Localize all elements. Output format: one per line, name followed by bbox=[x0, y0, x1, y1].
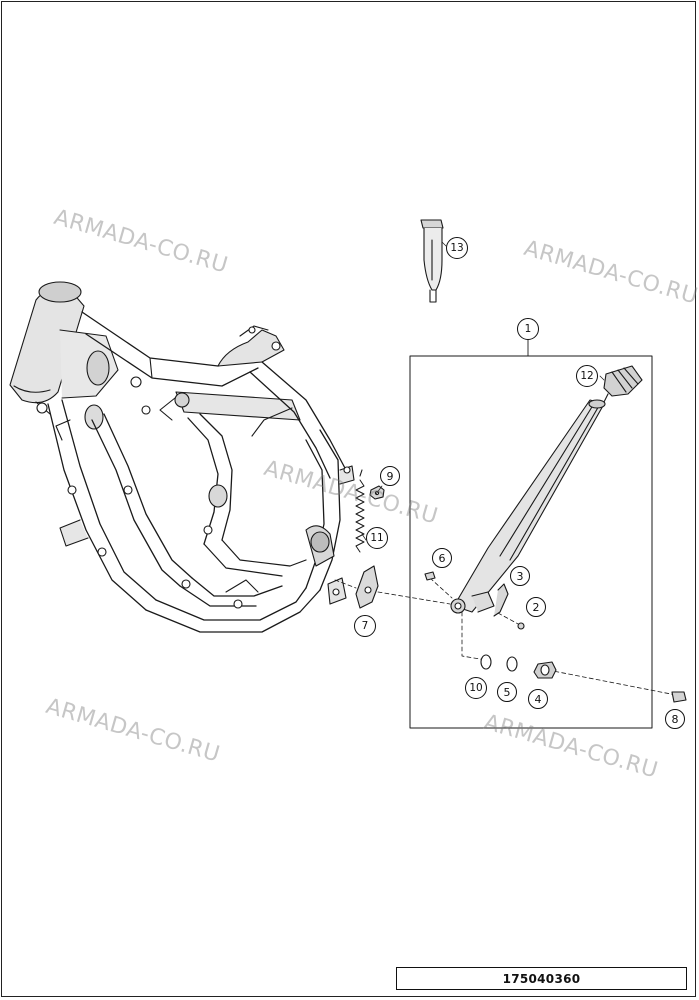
bolt-8 bbox=[671, 691, 687, 703]
callout-3: 3 bbox=[510, 566, 530, 586]
callout-12: 12 bbox=[576, 365, 598, 387]
assembly-lines bbox=[334, 577, 677, 696]
callout-1: 1 bbox=[517, 318, 539, 340]
washer-10 bbox=[480, 654, 492, 670]
side-stand-bracket bbox=[355, 565, 379, 609]
side-stand-spring bbox=[355, 469, 365, 553]
bushing-4 bbox=[533, 661, 557, 679]
callout-4: 4 bbox=[528, 689, 548, 709]
motorcycle-frame bbox=[9, 281, 355, 633]
hook-part bbox=[493, 583, 509, 617]
callout-7: 7 bbox=[354, 615, 376, 637]
callout-11: 11 bbox=[366, 527, 388, 549]
callout-6: 6 bbox=[432, 548, 452, 568]
callout-13: 13 bbox=[446, 237, 468, 259]
callout-10: 10 bbox=[465, 677, 487, 699]
leader-lines bbox=[361, 241, 605, 541]
nut-6 bbox=[424, 571, 436, 581]
part-number-label: 175040360 bbox=[396, 967, 687, 990]
callout-8: 8 bbox=[665, 709, 685, 729]
callout-2: 2 bbox=[526, 597, 546, 617]
callout-5: 5 bbox=[497, 682, 517, 702]
screw-2 bbox=[517, 622, 525, 630]
stand-foot-pad bbox=[603, 365, 643, 403]
side-stand-sensor bbox=[420, 219, 444, 303]
side-stand-leg bbox=[450, 399, 606, 614]
callout-9: 9 bbox=[380, 466, 400, 486]
washer-5 bbox=[506, 656, 518, 672]
